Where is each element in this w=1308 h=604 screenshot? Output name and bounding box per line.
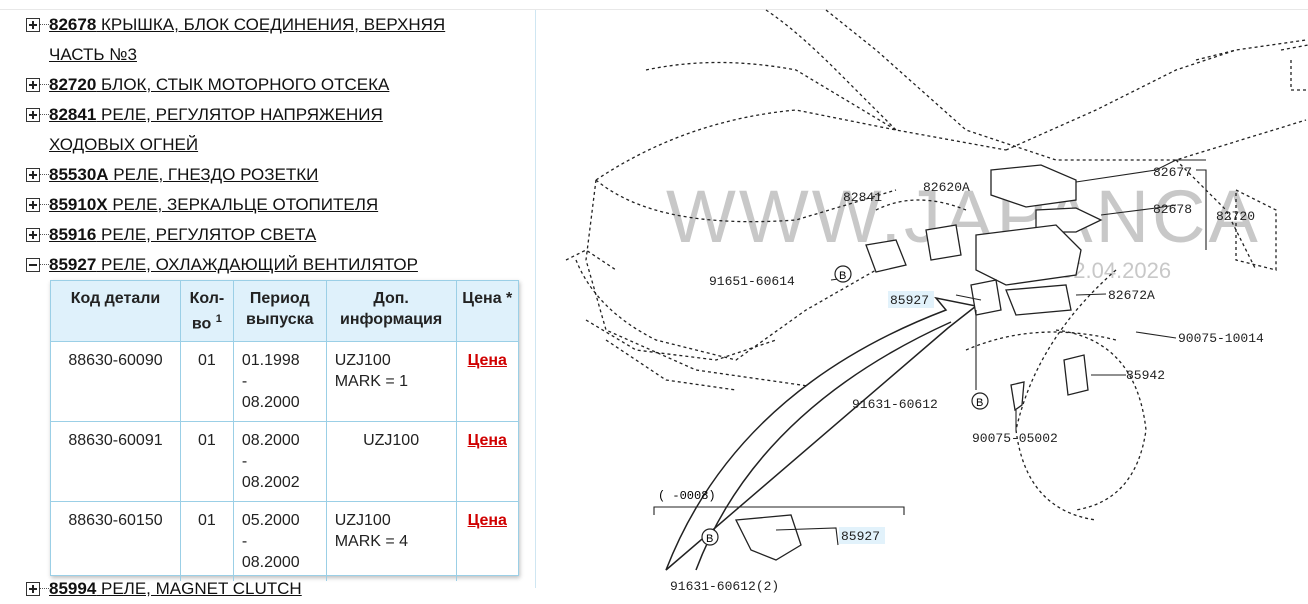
expand-plus-icon[interactable] (26, 78, 40, 92)
tree-item-85910x[interactable]: 85910X РЕЛЕ, ЗЕРКАЛЬЦЕ ОТОПИТЕЛЯ (26, 190, 489, 220)
bolt-marker-b (834, 265, 852, 283)
price-link[interactable]: Цена (467, 432, 507, 450)
part-code: 88630-60090 (51, 341, 181, 422)
tree-item-label[interactable]: 85916 РЕЛЕ, РЕГУЛЯТОР СВЕТА (49, 225, 317, 244)
expand-plus-icon[interactable] (26, 168, 40, 182)
col-header-info: Доп. информация (326, 281, 457, 343)
pointer-arrow-inner (695, 321, 952, 571)
part-qty: 01 (180, 341, 234, 422)
tree-connector (40, 160, 49, 175)
callout-90075-05002[interactable]: 90075-05002 (972, 431, 1058, 446)
tree-connector (40, 190, 49, 205)
callout-82677[interactable]: 82677 (1153, 165, 1192, 180)
tree-item-85530a[interactable]: 85530A РЕЛЕ, ГНЕЗДО РОЗЕТКИ (26, 160, 489, 190)
callout-highlight (839, 527, 885, 544)
tree-item-label[interactable]: 82841 РЕЛЕ, РЕГУЛЯТОР НАПРЯЖЕНИЯ ХОДОВЫХ… (49, 105, 383, 154)
callout-82620a[interactable]: 82620A (923, 180, 970, 195)
expand-plus-icon[interactable] (26, 582, 40, 596)
expand-plus-icon[interactable] (26, 18, 40, 32)
callout-82720[interactable]: 82720 (1216, 209, 1255, 224)
leader-lines (830, 169, 1207, 430)
callout-labels: 82677 82678 82720 82841 82620A 91651-606… (670, 165, 1264, 594)
callout-91651-60614[interactable]: 91651-60614 (709, 274, 795, 289)
tree-item-82841[interactable]: 82841 РЕЛЕ, РЕГУЛЯТОР НАПРЯЖЕНИЯ ХОДОВЫХ… (26, 100, 419, 160)
col-header-period: Период выпуска (233, 281, 327, 343)
parts-table: Код детали Кол-во 1 Период выпуска Доп. … (51, 281, 518, 582)
tree-item-label[interactable]: 82720 БЛОК, СТЫК МОТОРНОГО ОТСЕКА (49, 75, 390, 94)
callout-82678[interactable]: 82678 (1153, 202, 1192, 217)
col-header-qty: Кол-во 1 (180, 281, 234, 343)
inset-period: ( -0008) (658, 489, 716, 503)
tree-item-label[interactable]: 82678 КРЫШКА, БЛОК СОЕДИНЕНИЯ, ВЕРХНЯЯ Ч… (49, 15, 446, 64)
table-row: 88630-60091 01 08.2000-08.2002 UZJ100 Це… (51, 421, 518, 502)
tree-item-85994[interactable]: 85994 РЕЛЕ, MAGNET CLUTCH (26, 574, 489, 604)
tree-item-85927[interactable]: 85927 РЕЛЕ, ОХЛАЖДАЮЩИЙ ВЕНТИЛЯТОР (26, 250, 489, 280)
tree-connector (40, 100, 49, 115)
top-border (0, 9, 1308, 10)
col-header-code: Код детали (51, 281, 181, 343)
callout-82672a[interactable]: 82672A (1108, 288, 1155, 303)
expand-plus-icon[interactable] (26, 228, 40, 242)
tree-item-82678[interactable]: 82678 КРЫШКА, БЛОК СОЕДИНЕНИЯ, ВЕРХНЯЯ Ч… (26, 10, 489, 70)
bolt-marker-label: B (976, 397, 983, 409)
callout-90075-10014[interactable]: 90075-10014 (1178, 331, 1264, 346)
part-qty: 01 (180, 421, 234, 502)
bolt-marker-label: B (839, 270, 846, 282)
parts-diagram: WWW.JAPANCA 02.04.2026 (565, 9, 1308, 594)
part-price: Цена (456, 501, 518, 582)
part-code: 88630-60150 (51, 501, 181, 582)
tree-item-85916[interactable]: 85916 РЕЛЕ, РЕГУЛЯТОР СВЕТА (26, 220, 489, 250)
bolt-marker-b (971, 392, 989, 410)
tree-item-label[interactable]: 85927 РЕЛЕ, ОХЛАЖДАЮЩИЙ ВЕНТИЛЯТОР (49, 255, 418, 274)
tree-connector (40, 250, 49, 265)
part-qty: 01 (180, 501, 234, 582)
callout-91631-60612-2[interactable]: 91631-60612(2) (670, 579, 779, 594)
tree-connector (40, 10, 49, 25)
callout-85927-inset[interactable]: 85927 (841, 529, 880, 544)
part-period: 01.1998-08.2000 (233, 341, 327, 422)
expand-plus-icon[interactable] (26, 198, 40, 212)
col-header-price: Цена * (456, 281, 518, 343)
part-period: 05.2000-08.2000 (233, 501, 327, 582)
tree-item-label[interactable]: 85910X РЕЛЕ, ЗЕРКАЛЬЦЕ ОТОПИТЕЛЯ (49, 195, 379, 214)
part-price: Цена (456, 341, 518, 422)
pointer-arrow (665, 296, 978, 571)
leader-lines-group (1155, 159, 1206, 209)
callout-91631-60612[interactable]: 91631-60612 (852, 397, 938, 412)
callout-82841[interactable]: 82841 (843, 190, 882, 205)
expand-plus-icon[interactable] (26, 108, 40, 122)
price-link[interactable]: Цена (467, 352, 507, 370)
callout-85942[interactable]: 85942 (1126, 368, 1165, 383)
tree-connector (40, 574, 49, 589)
collapse-minus-icon[interactable] (26, 258, 40, 272)
tree-connector (40, 220, 49, 235)
vehicle-outline (565, 9, 1308, 521)
part-code: 88630-60091 (51, 421, 181, 502)
callout-highlight (888, 291, 934, 308)
bolt-marker-label: B (706, 533, 713, 545)
tree-connector (40, 70, 49, 85)
part-info: UZJ100 (326, 421, 457, 502)
table-header-row: Код детали Кол-во 1 Период выпуска Доп. … (51, 281, 518, 343)
watermark-text: WWW.JAPANCA (666, 175, 1261, 258)
bolt-markers: B B B (701, 265, 989, 546)
part-price: Цена (456, 421, 518, 502)
fuse-box-assembly (865, 164, 1103, 412)
parts-table-container: Код детали Кол-во 1 Период выпуска Доп. … (50, 280, 519, 582)
inset-detail: ( -0008) (653, 489, 905, 561)
parts-tree-panel: 82678 КРЫШКА, БЛОК СОЕДИНЕНИЯ, ВЕРХНЯЯ Ч… (0, 0, 535, 598)
tree-item-82720[interactable]: 82720 БЛОК, СТЫК МОТОРНОГО ОТСЕКА (26, 70, 489, 100)
part-period: 08.2000-08.2002 (233, 421, 327, 502)
tree-item-label[interactable]: 85994 РЕЛЕ, MAGNET CLUTCH (49, 579, 302, 598)
callout-85927[interactable]: 85927 (890, 293, 929, 308)
bolt-marker-b (701, 528, 719, 546)
tree-item-label[interactable]: 85530A РЕЛЕ, ГНЕЗДО РОЗЕТКИ (49, 165, 319, 184)
price-link[interactable]: Цена (467, 512, 507, 530)
panel-divider (535, 10, 536, 588)
